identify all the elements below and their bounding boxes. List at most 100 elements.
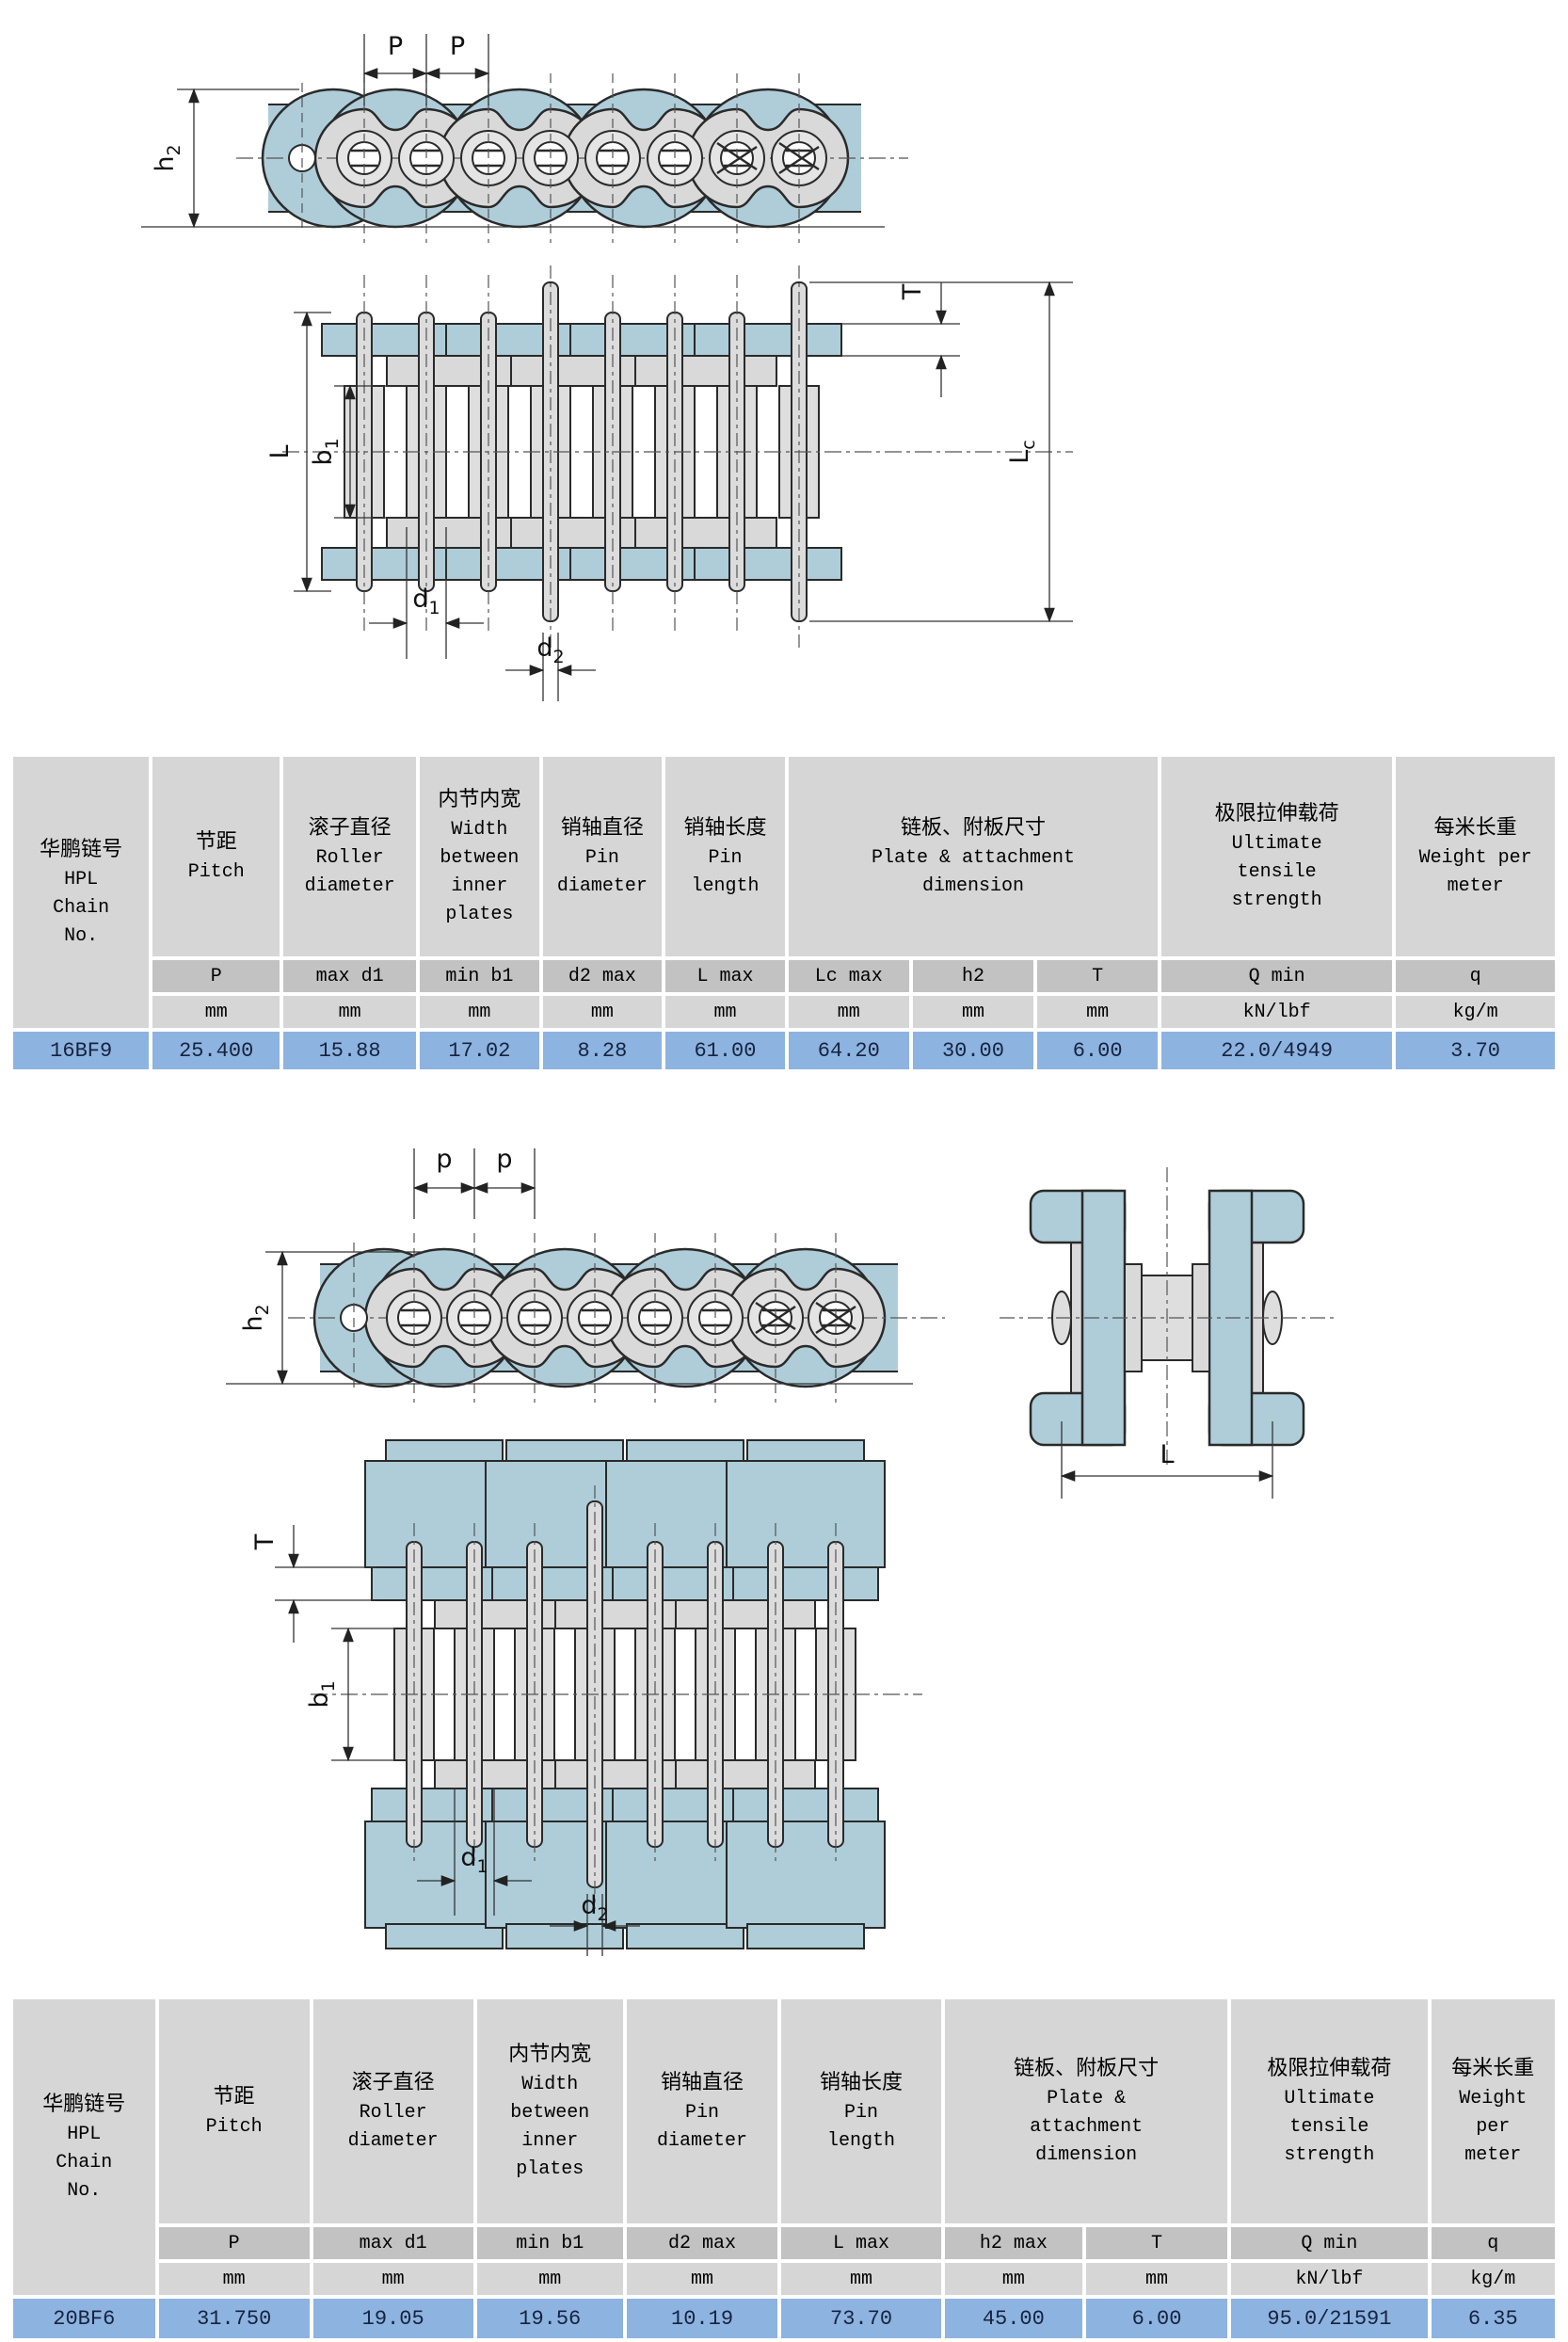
symbol-cell: Q min (1161, 960, 1393, 992)
drawing2-plan-view (311, 1439, 922, 1949)
symbol-cell: P (152, 960, 280, 992)
symbol-cell: h2 max (944, 2227, 1082, 2259)
symbol-cell: q (1396, 960, 1555, 992)
drawing2-end-view (1000, 1167, 1336, 1468)
symbol-cell: T (1085, 2227, 1228, 2259)
unit-cell: kg/m (1431, 2263, 1555, 2295)
value-cell: 25.400 (152, 1032, 280, 1069)
symbol-cell: P (158, 2227, 310, 2259)
dim-label-L: L (265, 444, 295, 458)
value-cell: 31.750 (158, 2299, 310, 2338)
unit-cell: mm (944, 2263, 1082, 2295)
unit-cell: mm (781, 2263, 941, 2295)
dim-label-d1: d1 (412, 585, 440, 618)
value-cell: 16BF9 (13, 1032, 150, 1069)
value-cell: 3.70 (1396, 1032, 1555, 1069)
dim-label-d2: d2 (536, 634, 564, 667)
drawing2-dimension-lines (226, 1148, 1274, 1956)
value-cell: 61.00 (665, 1032, 785, 1069)
dim-label-d1: d1 (460, 1843, 488, 1877)
dim-label-pitch-1: P (388, 32, 403, 61)
symbol-cell: L max (665, 960, 785, 992)
value-cell: 19.05 (312, 2299, 473, 2338)
value-cell: 20BF6 (13, 2299, 155, 2338)
unit-cell: mm (1037, 996, 1159, 1028)
symbol-cell: T (1037, 960, 1159, 992)
symbol-cell: q (1431, 2227, 1555, 2259)
dim-label-T: T (898, 283, 927, 300)
unit-cell: mm (626, 2263, 778, 2295)
dim-label-h2: h2 (151, 144, 184, 171)
drawing1-side-view (236, 73, 908, 243)
chain-drawing-2: p p h2 L T b1 d1 d2 (226, 1145, 1336, 1956)
value-cell: 6.35 (1431, 2299, 1555, 2338)
symbol-cell: d2 max (542, 960, 663, 992)
value-cell: 45.00 (944, 2299, 1082, 2338)
dim-label-T: T (250, 1533, 280, 1550)
unit-cell: mm (158, 2263, 310, 2295)
value-cell: 6.00 (1037, 1032, 1159, 1069)
symbol-cell: max d1 (312, 2227, 473, 2259)
unit-cell: mm (1085, 2263, 1228, 2295)
symbol-cell: max d1 (283, 960, 417, 992)
unit-cell: mm (420, 996, 539, 1028)
dim-label-d2: d2 (581, 1891, 608, 1925)
drawing1-dimension-lines (141, 34, 1073, 701)
unit-cell: kN/lbf (1161, 996, 1393, 1028)
symbol-cell: h2 (912, 960, 1034, 992)
dim-label-h2: h2 (239, 1304, 273, 1331)
dim-label-b1: b1 (305, 1680, 339, 1708)
unit-cell: kg/m (1396, 996, 1555, 1028)
value-cell: 6.00 (1085, 2299, 1228, 2338)
symbol-cell: min b1 (420, 960, 539, 992)
dim-label-Lc: Lc (1005, 440, 1039, 464)
value-cell: 10.19 (626, 2299, 778, 2338)
symbol-cell: d2 max (626, 2227, 778, 2259)
drawing1-plan-view (282, 265, 1073, 650)
value-cell: 64.20 (788, 1032, 909, 1069)
dim-label-pitch-2: P (450, 32, 465, 61)
dim-label-pitch-2: p (496, 1145, 512, 1174)
dim-label-pitch-1: p (436, 1145, 452, 1174)
value-cell: 17.02 (420, 1032, 539, 1069)
chain-drawing-1: P P h2 L b1 T Lc d1 d2 (141, 32, 1073, 701)
dim-label-L: L (1160, 1440, 1174, 1469)
spacer (0, 1967, 1568, 1996)
unit-cell: mm (283, 996, 417, 1028)
value-cell: 15.88 (283, 1032, 417, 1069)
value-cell: 73.70 (781, 2299, 941, 2338)
value-cell: 22.0/4949 (1161, 1032, 1393, 1069)
unit-cell: mm (542, 996, 663, 1028)
drawing2-side-view (288, 1233, 945, 1403)
symbol-cell: min b1 (476, 2227, 623, 2259)
dim-label-b1: b1 (309, 438, 343, 465)
value-cell: 30.00 (912, 1032, 1034, 1069)
value-cell: 95.0/21591 (1231, 2299, 1428, 2338)
unit-cell: mm (152, 996, 280, 1028)
unit-cell: kN/lbf (1231, 2263, 1428, 2295)
value-cell: 8.28 (542, 1032, 663, 1069)
unit-cell: mm (476, 2263, 623, 2295)
symbol-cell: Lc max (788, 960, 909, 992)
